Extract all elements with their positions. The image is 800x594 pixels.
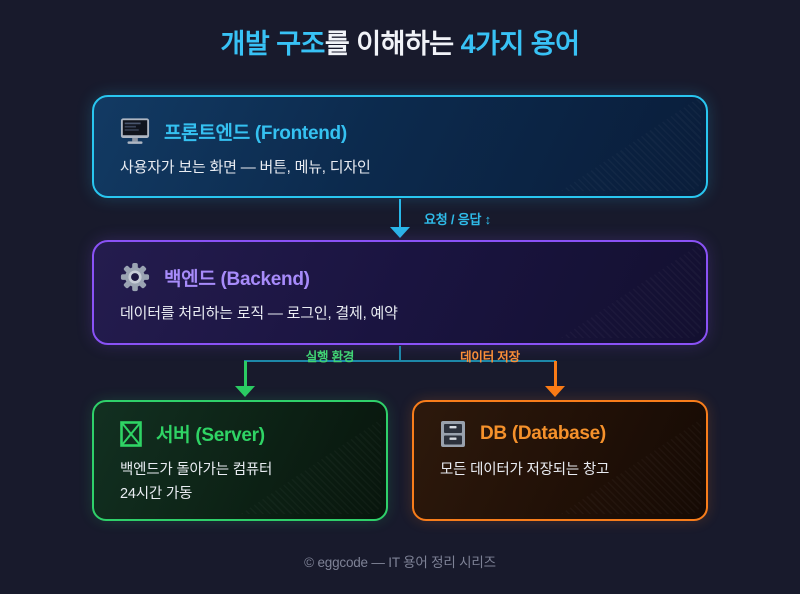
branch-horizontal-line xyxy=(244,360,556,362)
database-title: DB (Database) xyxy=(480,423,606,444)
database-description: 모든 데이터가 저장되는 창고 xyxy=(440,462,610,478)
footer-credit: © eggcode — IT 용어 정리 시리즈 xyxy=(304,555,496,570)
title-segment-1: 개발 구조 xyxy=(220,29,326,59)
frontend-node: 프론트엔드 (Frontend) 사용자가 보는 화면 — 버튼, 메뉴, 디자… xyxy=(92,95,708,198)
runtime-env-label: 실행 환경 xyxy=(305,350,355,364)
frontend-backend-arrow-line xyxy=(399,199,401,228)
database-header: DB (Database) xyxy=(440,420,606,448)
branch-trunk-line xyxy=(399,346,401,361)
request-response-label: 요청 / 응답 ↕ xyxy=(424,212,491,227)
backend-title: 백엔드 (Backend) xyxy=(164,268,310,290)
server-title: 서버 (Server) xyxy=(156,425,265,446)
frontend-description: 사용자가 보는 화면 — 버튼, 메뉴, 디자인 xyxy=(120,159,371,176)
frontend-backend-arrowhead xyxy=(390,227,410,238)
frontend-header: 프론트엔드 (Frontend) xyxy=(120,117,347,145)
database-node: DB (Database) 모든 데이터가 저장되는 창고 xyxy=(412,400,708,521)
backend-server-arrowhead xyxy=(235,386,255,397)
title-segment-3: 4가지 용어 xyxy=(460,29,580,59)
server-description-line1: 백엔드가 돌아가는 컴퓨터 xyxy=(120,462,273,478)
server-node: 서버 (Server) 백엔드가 돌아가는 컴퓨터 24시간 가동 xyxy=(92,400,388,521)
frontend-title: 프론트엔드 (Frontend) xyxy=(164,122,347,144)
server-header: 서버 (Server) xyxy=(120,420,265,447)
file-cabinet-icon xyxy=(440,420,466,448)
gear-icon xyxy=(120,262,150,292)
title-segment-2: 를 이해하는 xyxy=(324,29,461,59)
backend-node: 백엔드 (Backend) 데이터를 처리하는 로직 — 로그인, 결제, 예약 xyxy=(92,240,708,345)
page-title: 개발 구조를 이해하는 4가지 용어 xyxy=(0,22,800,61)
backend-database-arrow-line xyxy=(553,361,557,387)
backend-database-arrowhead xyxy=(545,386,565,397)
monitor-icon xyxy=(120,117,150,145)
data-storage-label: 데이터 저장 xyxy=(460,350,520,364)
backend-description: 데이터를 처리하는 로직 — 로그인, 결제, 예약 xyxy=(120,305,398,322)
server-description-line2: 24시간 가동 xyxy=(120,486,193,502)
missing-glyph-icon xyxy=(120,420,142,447)
backend-server-arrow-line xyxy=(243,361,247,387)
backend-header: 백엔드 (Backend) xyxy=(120,262,310,292)
